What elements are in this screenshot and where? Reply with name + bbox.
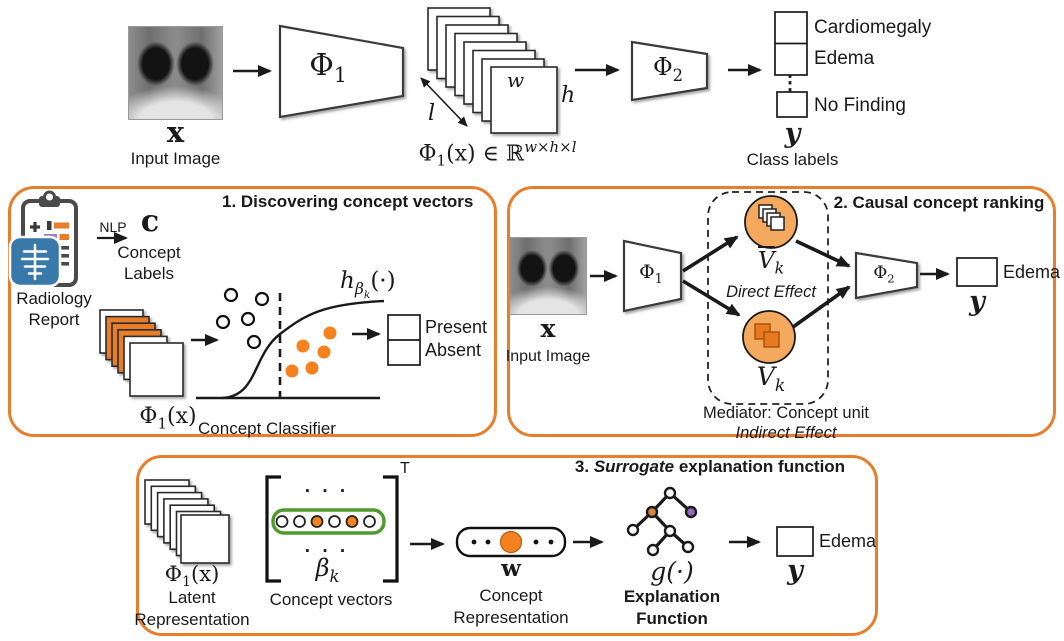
classifier-function-label: hβk(·)	[340, 268, 396, 301]
class-ellipsis: ⋮	[780, 72, 800, 94]
output-symbol: y	[784, 118, 801, 149]
feature-map-stack-top	[427, 7, 558, 134]
panel2-output-class: Edema	[1003, 262, 1061, 282]
indirect-effect-caption: Indirect Effect	[735, 424, 837, 442]
panel2-phi2-label: Φ2	[873, 263, 895, 286]
input-symbol: x	[166, 115, 185, 149]
class-label-boxes	[774, 11, 808, 118]
panel1-title: 1. Discovering concept vectors	[222, 192, 474, 211]
w-symbol: w	[501, 555, 521, 582]
concept-symbol: c	[140, 204, 160, 239]
concept-vectors-caption: Concept vectors	[269, 590, 393, 609]
mediator-caption: Mediator: Concept unit	[702, 404, 869, 422]
beta-symbol: βk	[315, 554, 340, 586]
phi1-label: Φ1	[309, 48, 347, 87]
panel3-output-class: Edema	[819, 531, 877, 551]
direct-effect-caption: Direct Effect	[726, 283, 816, 301]
panel3-output-symbol: y	[787, 555, 803, 586]
panel-discovering-concept-vectors	[8, 186, 497, 437]
dim-h-label: h	[561, 83, 576, 108]
outcome-absent: Absent	[425, 340, 482, 360]
panel2-output-symbol: y	[969, 286, 985, 317]
class-label-edema: Edema	[814, 48, 875, 69]
panel2-input-caption: Input Image	[505, 348, 591, 365]
radiology-caption-line2: Report	[28, 310, 80, 329]
panel2-title: 2. Causal concept ranking	[833, 193, 1045, 212]
class-label-cardiomegaly: Cardiomegaly	[814, 17, 932, 38]
g-symbol: g(·)	[650, 557, 694, 586]
panel-surrogate-explanation	[136, 455, 878, 636]
matrix-dots-top: · · ·	[304, 481, 350, 502]
chest-xray-image	[128, 26, 223, 120]
panel2-input-symbol: x	[540, 314, 556, 343]
panel3-stack-label: Φ1(x)	[164, 562, 220, 591]
explanation-caption-line1: Explanation	[623, 587, 721, 606]
concept-rep-caption-line1: Concept	[479, 586, 543, 605]
input-caption: Input Image	[130, 149, 221, 168]
dim-l-label: l	[428, 101, 436, 126]
panel-causal-concept-ranking	[507, 186, 1056, 437]
outcome-present: Present	[425, 317, 488, 337]
panel3-title: 3. Surrogate explanation function	[574, 457, 846, 476]
concept-caption-line1: Concept	[117, 243, 181, 262]
transpose-label: T	[400, 460, 410, 477]
latent-formula: Φ1(x) ∈ ℝw×h×l	[418, 138, 577, 170]
chest-xray-image-panel2	[509, 237, 587, 315]
nlp-label: NLP	[99, 219, 127, 235]
latent-caption-line1: Latent	[168, 588, 216, 607]
panel1-stack-label: Φ1(x)	[139, 404, 197, 433]
indirect-effect-symbol: Vk	[756, 362, 786, 396]
output-caption: Class labels	[746, 150, 839, 169]
panel2-phi1-label: Φ1	[639, 261, 663, 287]
class-label-no-finding: No Finding	[814, 95, 906, 116]
latent-caption-line2: Representation	[134, 610, 250, 629]
explanation-caption-line2: Function	[636, 609, 708, 628]
concept-caption-line2: Labels	[123, 264, 175, 283]
concept-classifier-caption: Concept Classifier	[198, 419, 336, 438]
dim-w-label: w	[507, 68, 525, 92]
matrix-dots-bottom: · · ·	[304, 541, 350, 562]
direct-effect-symbol: Vk	[757, 248, 785, 278]
concept-rep-caption-line2: Representation	[453, 608, 569, 627]
phi2-label: Φ2	[652, 53, 684, 85]
radiology-caption-line1: Radiology	[16, 289, 92, 308]
